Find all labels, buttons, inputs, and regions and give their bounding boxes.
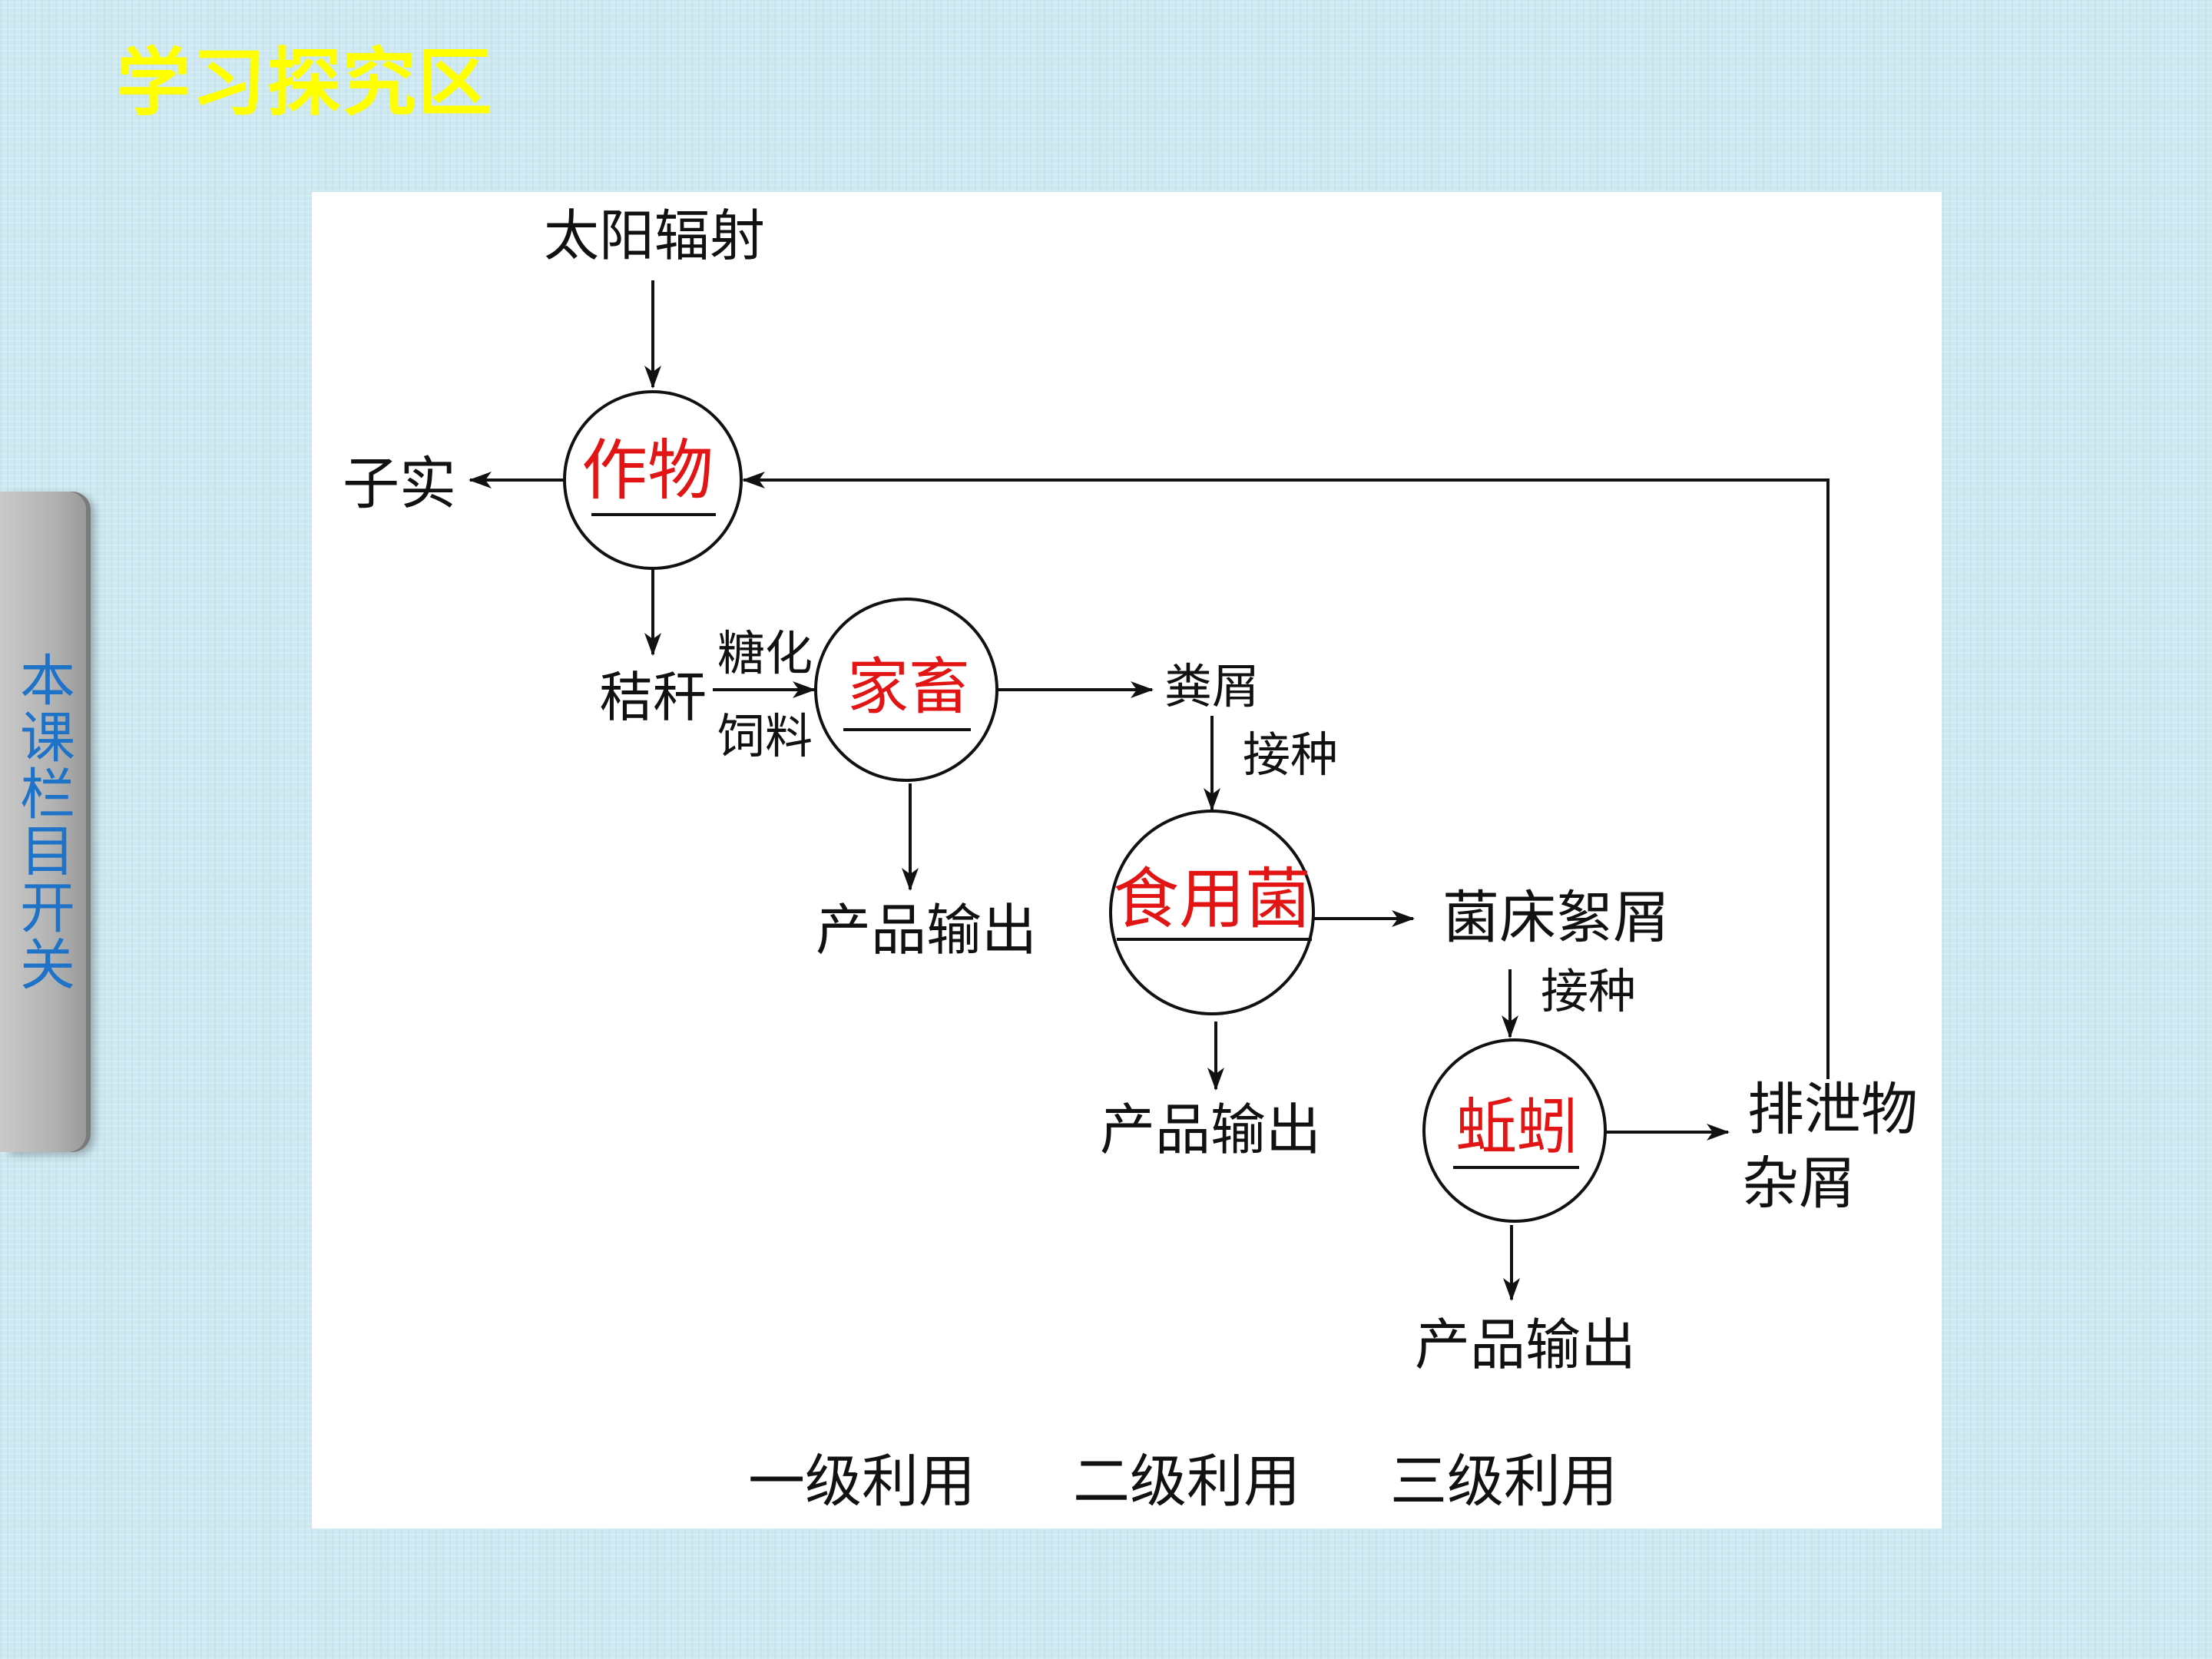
label-product-1: 产品输出 [816,898,1037,962]
label-excreta-1: 排泄物 [1747,1077,1918,1143]
label-inoculate-1: 接种 [1243,727,1338,783]
label-sun: 太阳辐射 [544,204,765,268]
node-mushroom-circle [1109,810,1315,1015]
page-title: 学习探究区 [117,40,493,126]
label-excreta-2: 杂屑 [1742,1151,1856,1217]
label-grain: 子实 [343,451,456,517]
label-product-3: 产品输出 [1415,1313,1636,1377]
label-product-2: 产品输出 [1100,1098,1321,1162]
level-2-label: 二级利用 [1073,1449,1300,1515]
label-bed-residue: 菌床絮屑 [1442,885,1670,951]
column-toggle-label: 本课栏目开关 [10,651,75,992]
node-livestock-label: 家畜 [847,651,970,723]
node-earthworm-label: 蚯蚓 [1455,1091,1578,1163]
label-inoculate-2: 接种 [1541,963,1636,1019]
label-manure: 粪屑 [1164,658,1260,714]
node-mushroom-label: 食用菌 [1113,861,1311,938]
label-straw: 秸秆 [599,666,707,729]
level-3-label: 三级利用 [1390,1449,1618,1515]
arrow-excreta-to-crops [742,472,1830,1079]
level-1-label: 一级利用 [748,1449,975,1515]
node-crops-label: 作物 [581,432,714,509]
column-toggle-tab[interactable]: 本课栏目开关 [0,492,86,1152]
label-feed: 饲料 [717,708,813,764]
label-saccharify: 糖化 [717,625,813,681]
